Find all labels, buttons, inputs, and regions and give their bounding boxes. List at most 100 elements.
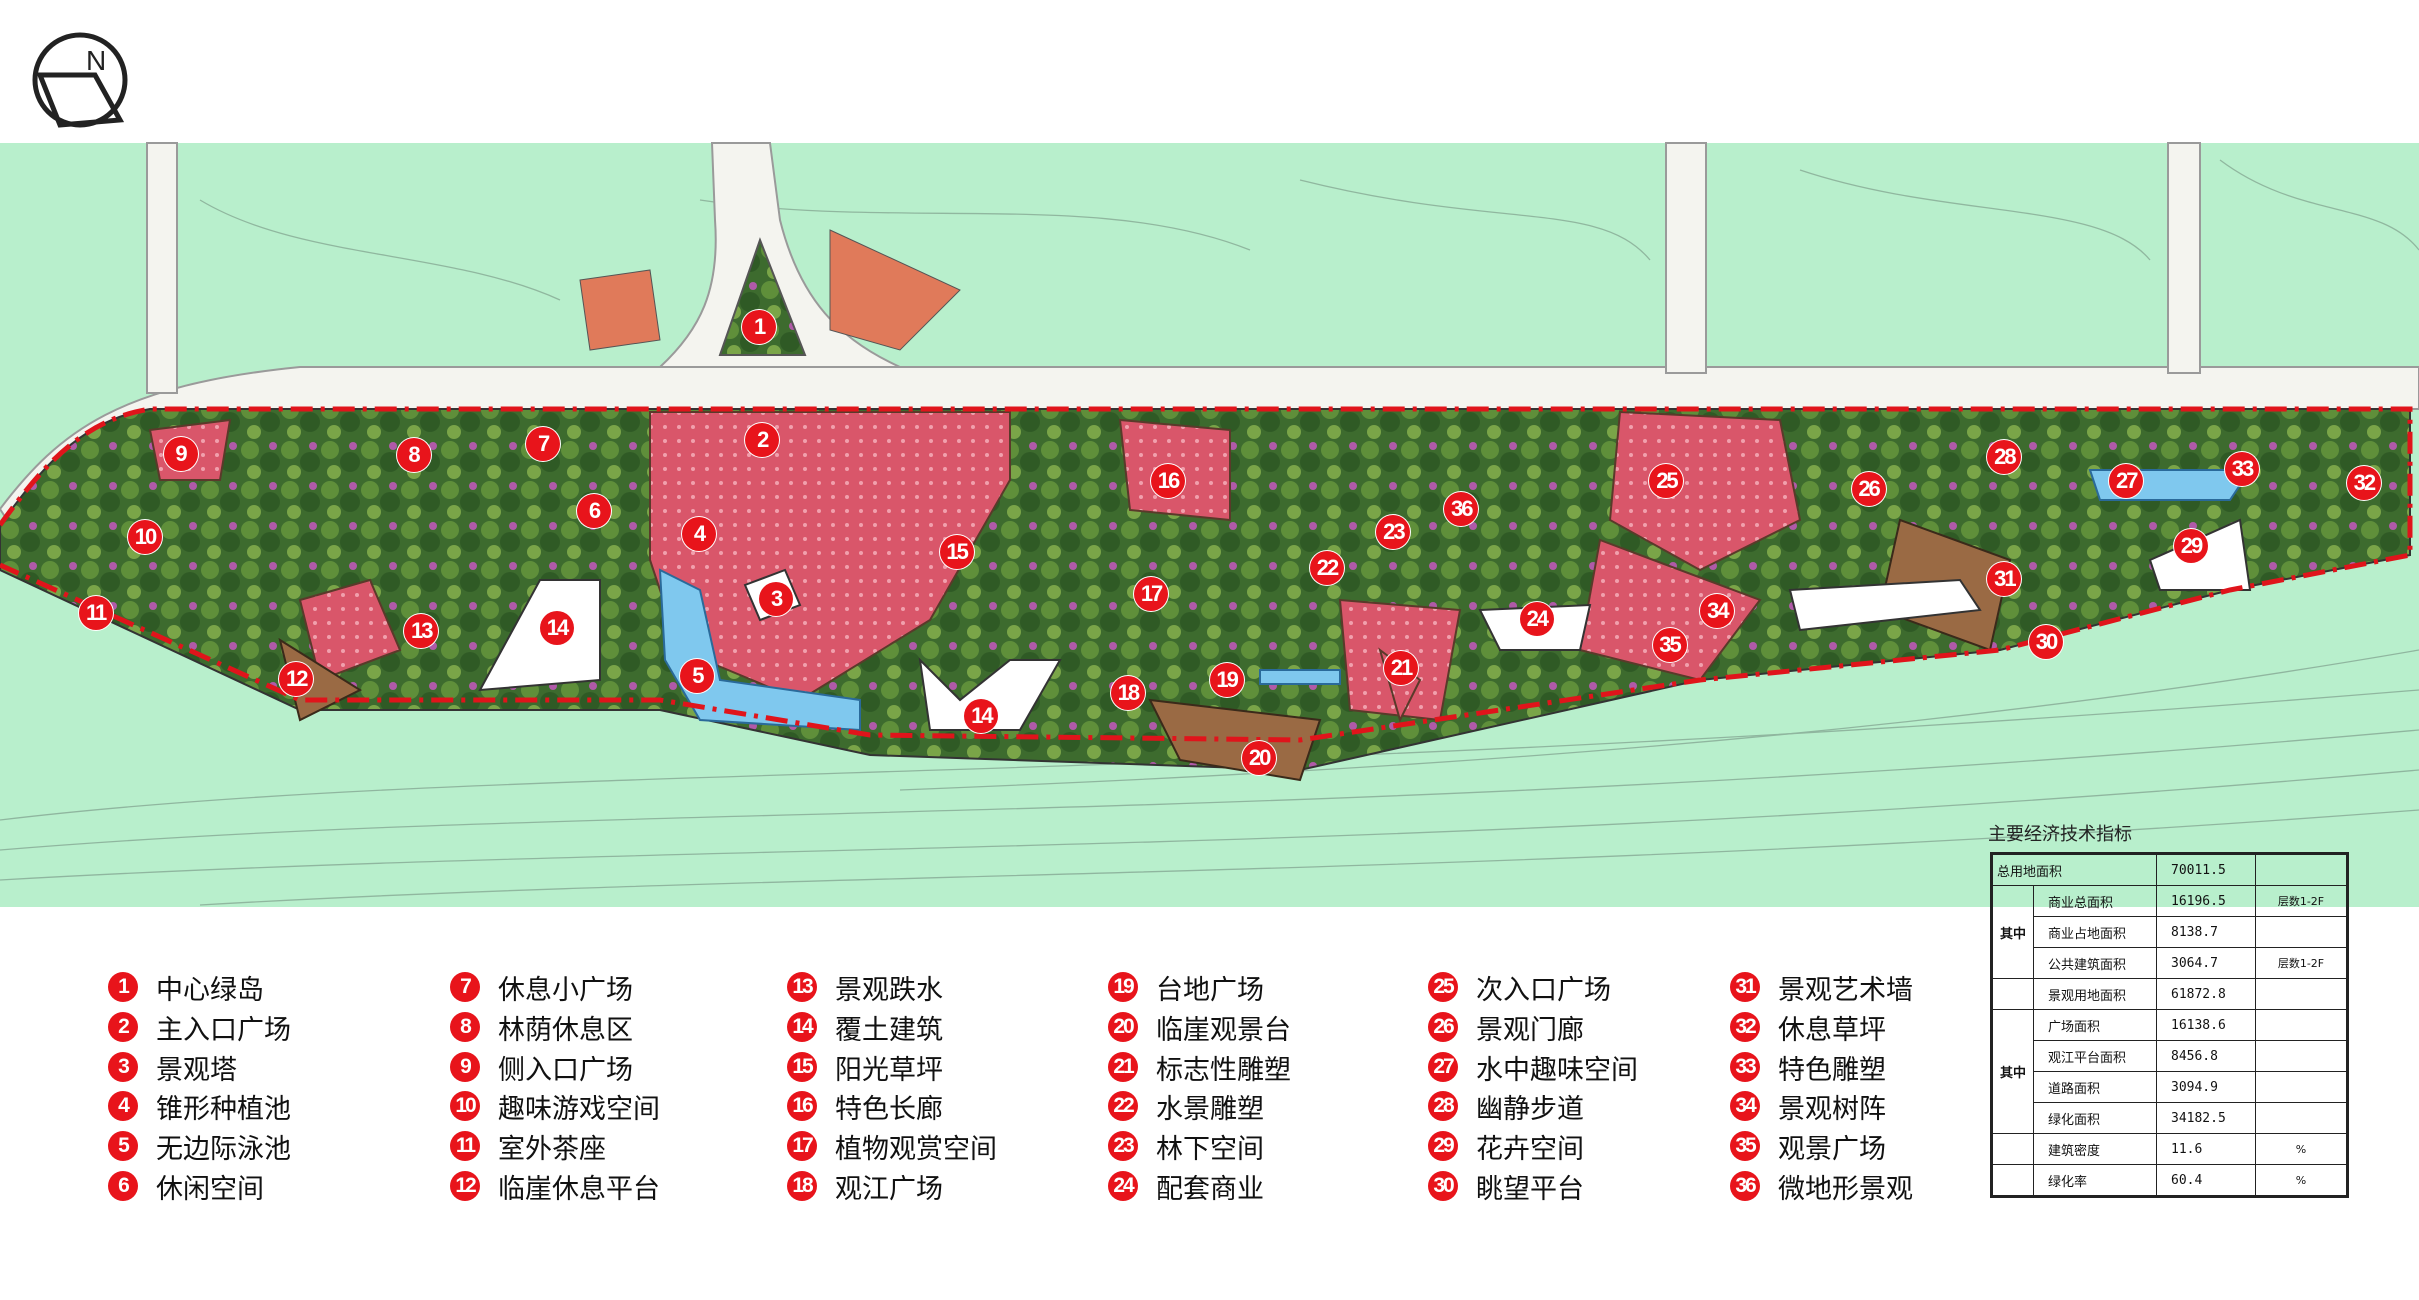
legend-number-badge: 14 — [787, 1012, 817, 1042]
row-label: 公共建筑面积 — [2033, 947, 2157, 979]
map-marker-11: 11 — [78, 595, 113, 630]
map-marker-7: 7 — [526, 427, 561, 462]
row-value: 34182.5 — [2156, 1102, 2256, 1134]
legend-item: 16 特色长廊 — [787, 1086, 943, 1126]
map-marker-19: 19 — [1209, 663, 1244, 698]
row-value: 8456.8 — [2156, 1040, 2256, 1072]
legend-number-badge: 36 — [1730, 1171, 1760, 1201]
group-label: 其中 — [1991, 1009, 2034, 1134]
legend-number-badge: 29 — [1428, 1131, 1458, 1161]
legend-label: 特色长廊 — [835, 1093, 943, 1125]
map-marker-21: 21 — [1384, 651, 1419, 686]
legend-number-badge: 21 — [1108, 1052, 1138, 1082]
map-marker-14: 14 — [964, 698, 999, 733]
legend-label: 景观门廊 — [1476, 1014, 1584, 1046]
map-marker-22: 22 — [1309, 550, 1344, 585]
row-note — [2255, 1102, 2348, 1134]
legend-label: 景观树阵 — [1778, 1093, 1886, 1125]
row-label: 商业总面积 — [2033, 885, 2157, 917]
legend-number-badge: 10 — [450, 1091, 480, 1121]
map-marker-29: 29 — [2174, 529, 2209, 564]
legend-number-badge: 25 — [1428, 972, 1458, 1002]
legend-label: 主入口广场 — [156, 1014, 291, 1046]
row-label: 景观用地面积 — [2033, 978, 2157, 1010]
row-value: 61872.8 — [2156, 978, 2256, 1010]
map-marker-26: 26 — [1851, 472, 1886, 507]
legend-label: 标志性雕塑 — [1156, 1054, 1291, 1086]
map-marker-28: 28 — [1987, 439, 2022, 474]
map-marker-10: 10 — [128, 519, 163, 554]
map-marker-6: 6 — [577, 493, 612, 528]
map-marker-2: 2 — [745, 422, 780, 457]
legend-number-badge: 28 — [1428, 1091, 1458, 1121]
map-marker-5: 5 — [680, 658, 715, 693]
row-label: 道路面积 — [2033, 1071, 2157, 1103]
legend-number-badge: 1 — [108, 972, 138, 1002]
row-note: % — [2255, 1164, 2348, 1197]
legend-label: 配套商业 — [1156, 1173, 1264, 1205]
row-value: 16138.6 — [2156, 1009, 2256, 1041]
row-note — [2255, 978, 2348, 1010]
legend-number-badge: 24 — [1108, 1171, 1138, 1201]
legend-number-badge: 33 — [1730, 1052, 1760, 1082]
row-value: 3064.7 — [2156, 947, 2256, 979]
map-marker-1: 1 — [742, 310, 777, 345]
row-value: 8138.7 — [2156, 916, 2256, 948]
legend-number-badge: 12 — [450, 1171, 480, 1201]
legend-item: 21 标志性雕塑 — [1108, 1047, 1291, 1087]
legend-number-badge: 16 — [787, 1091, 817, 1121]
legend-number-badge: 8 — [450, 1012, 480, 1042]
legend-label: 无边际泳池 — [156, 1133, 291, 1165]
legend-label: 景观塔 — [156, 1054, 237, 1086]
legend-label: 侧入口广场 — [498, 1054, 633, 1086]
map-marker-8: 8 — [396, 438, 431, 473]
row-note — [2255, 1040, 2348, 1072]
legend-label: 景观艺术墙 — [1778, 974, 1913, 1006]
row-label: 广场面积 — [2033, 1009, 2157, 1041]
row-note — [2255, 853, 2348, 886]
row-label: 建筑密度 — [2033, 1133, 2157, 1165]
legend-label: 休息草坪 — [1778, 1014, 1886, 1046]
row-note: 层数1-2F — [2255, 947, 2348, 979]
legend-number-badge: 11 — [450, 1131, 480, 1161]
legend-label: 林下空间 — [1156, 1133, 1264, 1165]
row-note — [2255, 1071, 2348, 1103]
legend-label: 室外茶座 — [498, 1133, 606, 1165]
legend-label: 水景雕塑 — [1156, 1093, 1264, 1125]
legend-label: 观江广场 — [835, 1173, 943, 1205]
legend-label: 眺望平台 — [1476, 1173, 1584, 1205]
map-marker-34: 34 — [1700, 594, 1735, 629]
legend-label: 水中趣味空间 — [1476, 1054, 1638, 1086]
legend-label: 锥形种植池 — [156, 1093, 291, 1125]
legend-number-badge: 6 — [108, 1171, 138, 1201]
contour-lines — [0, 159, 2419, 906]
map-marker-3: 3 — [759, 581, 794, 616]
map-marker-13: 13 — [404, 614, 439, 649]
map-marker-35: 35 — [1652, 627, 1687, 662]
legend-number-badge: 18 — [787, 1171, 817, 1201]
